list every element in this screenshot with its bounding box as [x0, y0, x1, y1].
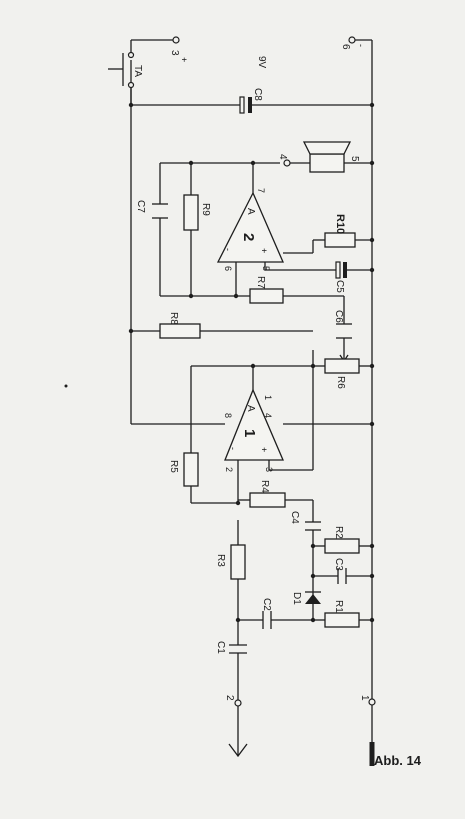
terminal-4-label: 4 — [277, 154, 288, 160]
resistor-r10 — [324, 232, 356, 248]
opamp2-pin7: 7 — [256, 188, 266, 193]
terminal-2-label: 2 — [224, 695, 235, 701]
opamp-2 — [216, 191, 284, 263]
terminal-3-polarity: + — [179, 57, 189, 62]
labels: 9V 1 2 3 + 4 5 6 - TA R1 R2 R3 R4 R5 R6 … — [132, 44, 370, 701]
r3-label: R3 — [215, 554, 226, 567]
terminal-6-polarity: - — [356, 44, 366, 47]
opamp1-pin3: 3 — [264, 467, 274, 472]
terminal-5-label: 5 — [349, 156, 360, 162]
wires — [108, 39, 375, 766]
terminal-6-pad — [348, 36, 356, 44]
terminal-3-pad — [172, 36, 180, 44]
opamp1-minus: - — [228, 447, 238, 450]
ta-contact-top — [127, 51, 135, 59]
resistor-r3 — [230, 544, 246, 580]
opamp2-number: 2 — [240, 233, 257, 241]
c6-label: C6 — [333, 310, 344, 323]
r9-label: R9 — [200, 203, 211, 216]
opamp2-plus: + — [259, 248, 269, 253]
resistor-r9 — [183, 194, 199, 231]
c4-label: C4 — [289, 511, 300, 524]
r4-label: R4 — [259, 480, 270, 493]
opamp1-letter: A — [245, 405, 256, 412]
r6-label: R6 — [335, 376, 346, 389]
resistors — [159, 194, 360, 628]
c8-label: C8 — [252, 88, 263, 101]
terminal-1-label: 1 — [359, 695, 370, 701]
capacitor-c5 — [335, 261, 347, 279]
capacitors — [152, 96, 352, 654]
loudspeaker — [302, 141, 352, 173]
supply-voltage-label: 9V — [256, 56, 267, 69]
resistor-r1 — [324, 612, 360, 628]
opamp2-pin5: 5 — [261, 266, 271, 271]
c7-label: C7 — [135, 200, 146, 213]
ta-contact-bottom — [127, 81, 135, 89]
opamp2-letter: A — [245, 208, 256, 215]
junctions — [128, 102, 375, 623]
capacitor-c3 — [337, 568, 347, 584]
resistor-r2 — [324, 538, 360, 554]
resistor-r6 — [324, 358, 360, 374]
capacitor-c7 — [152, 203, 168, 219]
terminal-4-pad — [283, 159, 291, 167]
switch-ta-label: TA — [132, 65, 143, 77]
d1-label: D1 — [291, 592, 302, 605]
terminals — [127, 36, 376, 707]
resistor-r7 — [249, 288, 284, 304]
c3-label: C3 — [333, 558, 344, 571]
opamp1-pin8: 8 — [223, 413, 233, 418]
terminal-3-label: 3 — [169, 50, 180, 56]
opamp1-number: 1 — [241, 429, 258, 437]
r10-label: R10 — [334, 214, 346, 234]
opamp1-pin1: 1 — [263, 395, 273, 400]
resistor-r5 — [183, 452, 199, 487]
r7-label: R7 — [255, 276, 266, 289]
capacitor-c8 — [239, 96, 252, 114]
opamp2-minus: - — [223, 248, 233, 251]
capacitor-c2 — [262, 611, 272, 629]
opamp1-pin2: 2 — [224, 467, 234, 472]
c2-label: C2 — [261, 598, 272, 611]
figure-caption: Abb. 14 — [374, 753, 421, 768]
r2-label: R2 — [333, 526, 344, 539]
terminal-2-pad — [234, 699, 242, 707]
capacitor-c1 — [229, 644, 247, 654]
terminal-1-pad — [368, 698, 376, 706]
r1-label: R1 — [333, 600, 344, 613]
opamp2-pin6: 6 — [223, 266, 233, 271]
r8-label: R8 — [168, 312, 179, 325]
resistor-r8 — [159, 323, 201, 339]
capacitor-c6 — [336, 323, 352, 339]
c5-label: C5 — [334, 280, 345, 293]
opamp-1 — [224, 388, 284, 461]
opamp1-plus: + — [259, 447, 269, 452]
capacitor-c4 — [305, 521, 321, 531]
opamp1-pin4: 4 — [263, 413, 273, 418]
terminal-6-label: 6 — [340, 44, 351, 50]
r5-label: R5 — [168, 460, 179, 473]
resistor-r4 — [249, 492, 286, 508]
diode-d1 — [305, 591, 321, 604]
c1-label: C1 — [215, 641, 226, 654]
stray-dot — [64, 384, 68, 388]
